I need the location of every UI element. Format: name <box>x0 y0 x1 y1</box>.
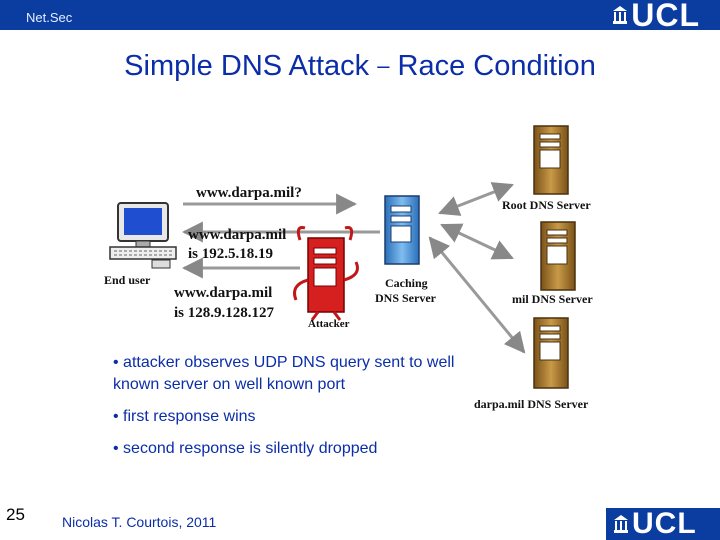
attacker-icon <box>293 226 359 321</box>
title-part2: Race Condition <box>397 50 596 82</box>
caching-label-line1: Caching <box>385 276 428 290</box>
ucl-logo-footer: UCL <box>606 508 720 540</box>
ucl-logo: UCL <box>613 0 700 33</box>
portico-icon <box>613 6 628 24</box>
attacker-label: Attacker <box>308 318 350 330</box>
forged-line1: www.darpa.mil <box>174 285 272 301</box>
bullet-item: • first response wins <box>113 408 256 425</box>
end-user-label: End user <box>104 273 151 287</box>
portico-icon <box>614 515 628 533</box>
root-link-arrow <box>438 182 514 216</box>
ucl-logo-text: UCL <box>631 0 700 33</box>
slide-number: 25 <box>6 505 25 524</box>
answer-line2: is 192.5.18.19 <box>188 246 273 262</box>
caching-label-line2: DNS Server <box>375 291 437 305</box>
answer-line1: www.darpa.mil <box>188 227 286 243</box>
course-label: Net.Sec <box>26 10 73 25</box>
end-user-computer-icon <box>109 202 177 269</box>
root-dns-server-icon <box>533 125 569 195</box>
header-bar: Net.Sec UCL <box>0 0 720 33</box>
slide-title: Simple DNS Attack – Race Condition <box>0 50 720 83</box>
mil-dns-server-icon <box>540 221 576 291</box>
root-dns-label: Root DNS Server <box>502 198 591 212</box>
title-dash: – <box>377 53 390 78</box>
bullet-item: • second response is silently dropped <box>113 440 378 457</box>
mil-dns-label: mil DNS Server <box>512 292 593 306</box>
darpa-link-arrow <box>428 236 526 354</box>
caching-dns-server-icon <box>384 195 420 265</box>
title-part1: Simple DNS Attack <box>124 50 370 82</box>
bullet-list: • attacker observes UDP DNS query sent t… <box>113 352 493 470</box>
darpa-dns-server-icon <box>533 317 569 389</box>
darpa-dns-label: darpa.mil DNS Server <box>474 397 589 411</box>
forged-line2: is 128.9.128.127 <box>174 305 275 321</box>
query-label: www.darpa.mil? <box>196 185 302 201</box>
bullet-item: • attacker observes UDP DNS query sent t… <box>113 354 455 393</box>
ucl-logo-text: UCL <box>632 507 697 540</box>
mil-link-arrow <box>440 223 514 260</box>
footer-author: Nicolas T. Courtois, 2011 <box>62 514 217 530</box>
